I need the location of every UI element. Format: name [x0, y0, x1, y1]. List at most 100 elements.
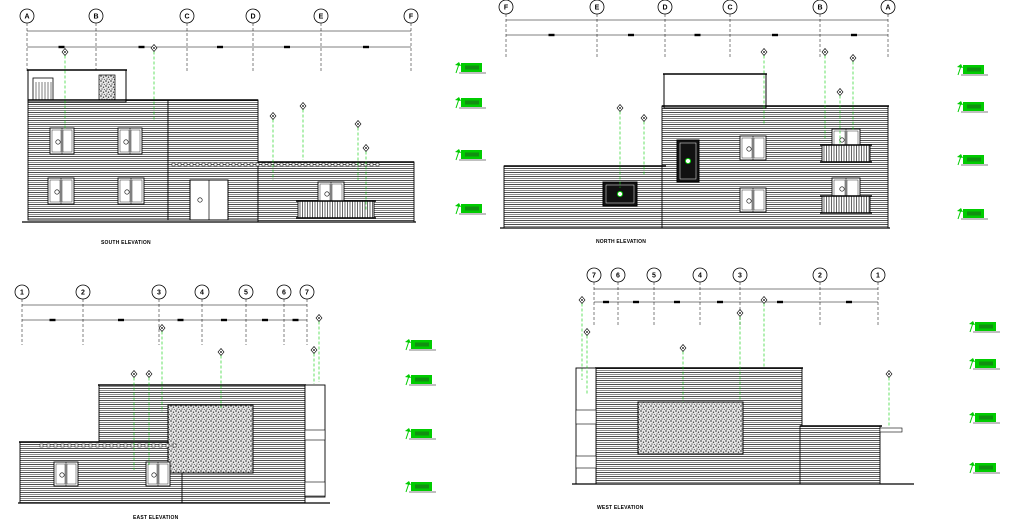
south-level-marker	[455, 97, 486, 109]
east-frieze-block	[46, 443, 51, 448]
south-level-marker-tag-text	[465, 100, 479, 105]
south-cabin-vent	[98, 74, 116, 101]
south-leader-2-tag-dot	[153, 47, 155, 49]
north-grid-dim-tick	[772, 33, 778, 37]
north-leader-2-tag-dot	[643, 117, 645, 119]
east-frieze-block	[88, 443, 93, 448]
west-leader-1-tag-dot	[581, 299, 583, 301]
north-level-marker-arrow	[957, 208, 963, 212]
north-window-4-tag	[839, 186, 845, 192]
east-frieze-block	[39, 443, 44, 448]
west-leader-2-tag-dot	[586, 331, 588, 333]
south-frieze-block	[195, 162, 200, 167]
south-window-3-tag	[54, 189, 60, 195]
west-level-marker	[969, 321, 1000, 333]
west-elevation-title: WEST ELEVATION	[597, 505, 644, 511]
north-low-wing-wall	[503, 165, 667, 229]
north-grid-bubble-label: A	[885, 5, 890, 12]
west-grid-bubble: 4	[692, 267, 708, 283]
east-frieze-block	[144, 443, 149, 448]
west-level-marker-tag-text	[979, 324, 993, 329]
south-frieze-block	[351, 162, 356, 167]
east-grid-bubble-label: 1	[20, 290, 24, 297]
south-frieze-block	[219, 162, 224, 167]
north-grid-bubble-label: E	[595, 5, 600, 12]
south-frieze-block	[177, 162, 182, 167]
south-level-marker-tag-text	[465, 152, 479, 157]
west-grid-dim-tick	[717, 300, 723, 304]
east-frieze-block	[67, 443, 72, 448]
west-grid-bubble: 7	[586, 267, 602, 283]
east-grid-bubble: 7	[299, 284, 315, 300]
east-frieze-block	[74, 443, 79, 448]
east-level-marker-tag-text	[415, 484, 429, 489]
east-leader-2-tag-dot	[148, 373, 150, 375]
south-frieze-block	[339, 162, 344, 167]
east-level-marker-arrow	[405, 339, 411, 343]
north-level-marker	[957, 208, 988, 220]
south-level-marker	[455, 149, 486, 161]
east-leader-5-tag-dot	[318, 317, 320, 319]
south-level-marker-tag-text	[465, 65, 479, 70]
east-level-marker	[405, 481, 436, 493]
south-frieze-block	[375, 162, 380, 167]
north-grid-bubble: A	[880, 0, 896, 15]
south-level-marker-arrow	[455, 97, 461, 101]
south-window-2-pane	[119, 129, 130, 153]
south-grid-bubble: C	[179, 8, 195, 24]
south-frieze-block	[297, 162, 302, 167]
south-grid-dim-tick	[58, 45, 65, 49]
west-grid-bubble-label: 3	[738, 273, 742, 280]
south-frieze-block	[255, 162, 260, 167]
east-grid-dim-tick	[177, 318, 184, 322]
east-level-marker-tag-text	[415, 431, 429, 436]
east-frieze-block	[165, 443, 170, 448]
west-leader-4-tag-dot	[739, 312, 741, 314]
west-leader-3-tag-dot	[682, 347, 684, 349]
south-window-1-tag	[55, 139, 61, 145]
north-level-marker-arrow	[957, 154, 963, 158]
south-grid-bubble-label: E	[319, 14, 324, 21]
south-frieze-block	[237, 162, 242, 167]
south-frieze-block	[321, 162, 326, 167]
west-level-marker	[969, 412, 1000, 424]
east-grid-bubble: 3	[151, 284, 167, 300]
north-leader-4-tag-dot	[824, 51, 826, 53]
east-pier-band	[304, 429, 326, 441]
north-grid-bubble: C	[722, 0, 738, 15]
east-grid-dim-tick	[221, 318, 227, 322]
east-level-marker-arrow	[405, 374, 411, 378]
south-level-marker-arrow	[455, 203, 461, 207]
east-frieze-block	[81, 443, 86, 448]
south-grid-bubble: F	[403, 8, 419, 24]
east-grid-dim-tick	[118, 318, 124, 322]
south-leader-6-tag-dot	[365, 147, 367, 149]
west-level-marker	[969, 462, 1000, 474]
north-window-1-pane	[741, 137, 753, 159]
east-level-marker-arrow	[405, 428, 411, 432]
north-grid-bubble: E	[589, 0, 605, 15]
west-level-marker-tag-text	[979, 415, 993, 420]
south-level-marker	[455, 62, 486, 74]
north-grid-dim-tick	[548, 33, 555, 37]
north-grid-dim-tick	[851, 33, 857, 37]
south-frieze-block	[189, 162, 194, 167]
north-window-2-pane	[741, 189, 753, 211]
east-frieze-block	[60, 443, 65, 448]
south-grid-bubble: D	[245, 8, 261, 24]
east-grid-bubble-label: 7	[305, 290, 309, 297]
west-grid-bubble: 5	[646, 267, 662, 283]
south-frieze-block	[303, 162, 308, 167]
east-window-1-pane	[55, 463, 66, 485]
east-frieze-block	[123, 443, 128, 448]
east-window-1-pane	[66, 463, 77, 485]
west-level-marker	[969, 358, 1000, 370]
south-frieze-block	[261, 162, 266, 167]
south-frieze-block	[249, 162, 254, 167]
south-window-5-tag	[324, 191, 330, 197]
south-level-marker-tag-text	[465, 206, 479, 211]
east-grid-bubble: 1	[14, 284, 30, 300]
north-level-marker-tag-text	[967, 211, 981, 216]
west-grid-dim-tick	[603, 300, 609, 304]
west-level-marker-tag-text	[979, 465, 993, 470]
